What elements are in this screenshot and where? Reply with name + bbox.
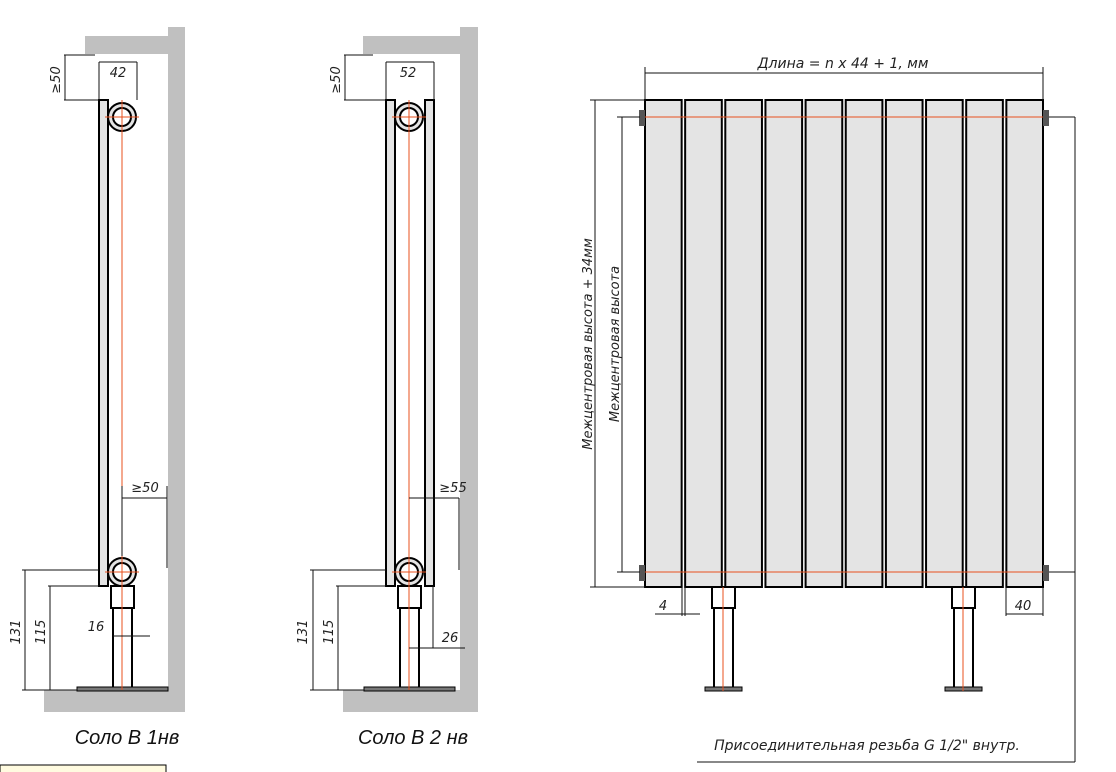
dim-top-clearance: ≥50	[329, 66, 344, 93]
leg-left	[704, 586, 743, 692]
radiator-section	[724, 99, 763, 588]
dim-height-axis: 131	[9, 620, 24, 645]
caption-1: Соло В 1нв	[75, 727, 180, 749]
dim-total-height: Межцентровая высота + 34мм	[581, 238, 596, 450]
radiator-section	[884, 99, 924, 588]
dim-depth: 52	[400, 66, 417, 81]
radiator-section	[965, 99, 1004, 588]
side-view-1: ≥50 42 ≥50 16 131 115 Соло В 1нв	[9, 27, 185, 749]
dim-height-bottom: 115	[322, 620, 337, 645]
radiator-section	[684, 99, 723, 588]
dim-leg-offset: 40	[1015, 599, 1032, 614]
radiator-panel-back	[424, 99, 435, 587]
dim-wall-clearance: ≥50	[131, 481, 158, 496]
leg-right	[944, 586, 983, 692]
wall	[168, 27, 185, 712]
dim-center-height: Межцентровая высота	[608, 266, 623, 422]
connection-thread-note: Присоединительная резьба G 1/2" внутр.	[714, 738, 1020, 754]
front-view: Длина = n x 44 + 1, мм Межцентровая высо…	[581, 56, 1076, 763]
radiator-section	[804, 99, 844, 588]
radiator-section	[764, 99, 804, 588]
dim-height-axis: 131	[296, 620, 311, 645]
wall-top	[85, 36, 185, 54]
dim-height-bottom: 115	[34, 620, 49, 645]
dim-pipe-offset: 16	[88, 620, 105, 635]
dim-top-clearance: ≥50	[49, 66, 64, 93]
dim-pipe-offset: 26	[442, 631, 459, 646]
side-view-2: ≥50 52 ≥55 26 131 115 Соло В 2 нв	[296, 27, 478, 749]
dim-gap: 4	[659, 599, 667, 614]
dim-wall-clearance: ≥55	[439, 481, 466, 496]
floor	[44, 690, 185, 712]
radiator-panel	[98, 99, 109, 587]
radiator-section	[844, 99, 884, 588]
dim-depth: 42	[110, 66, 127, 81]
caption-2: Соло В 2 нв	[358, 727, 468, 749]
radiator-section	[925, 99, 964, 588]
radiator-section	[644, 99, 683, 588]
title-block	[0, 764, 167, 772]
dim-length: Длина = n x 44 + 1, мм	[757, 56, 929, 72]
radiator-section	[1005, 99, 1044, 588]
radiator-panel-front	[385, 99, 396, 587]
